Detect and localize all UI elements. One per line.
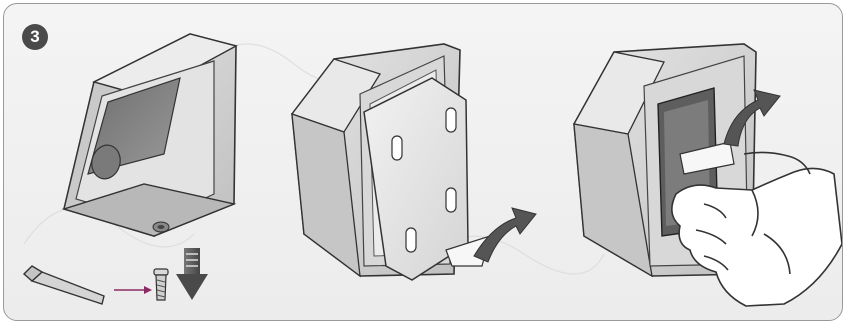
illustration-canvas <box>4 4 842 320</box>
curved-arrow-icon <box>474 208 536 262</box>
instruction-panel: 3 <box>3 3 843 321</box>
screw-icon <box>154 269 168 300</box>
housing-cover-figure <box>574 44 842 306</box>
housing-bottom-figure <box>24 34 236 304</box>
down-arrow-icon <box>176 248 208 300</box>
pointer-arrow-icon <box>114 286 152 294</box>
housing-backplate-figure <box>292 44 536 280</box>
allen-key-icon <box>24 266 104 304</box>
